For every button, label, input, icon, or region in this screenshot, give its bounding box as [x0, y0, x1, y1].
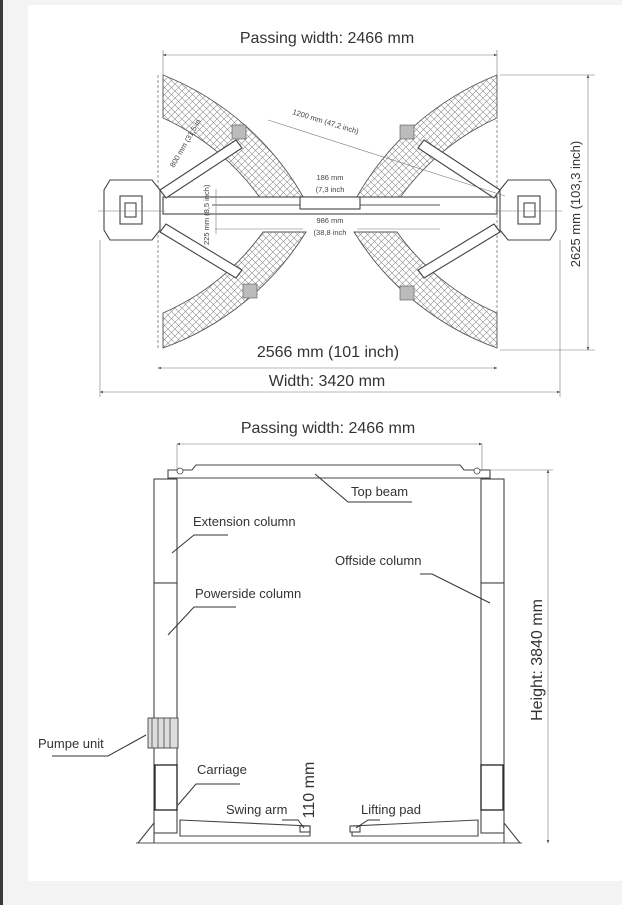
height-label: Height: 3840 mm [529, 599, 546, 721]
inner-width-label: 2566 mm (101 inch) [257, 344, 399, 361]
top-passing-width-label: Passing width: 2466 mm [240, 30, 414, 47]
beam-len-inch-label: (38,8 inch [314, 228, 347, 237]
left-base-foot [136, 821, 155, 844]
label-swing-arm: Swing arm [226, 802, 287, 817]
beam-len-label: 986 mm [316, 216, 343, 225]
label-pump-unit: Pumpe unit [38, 736, 104, 751]
right-lower-pad [399, 285, 415, 301]
right-upper-pad [399, 124, 415, 140]
right-extension-column [480, 478, 505, 584]
page-edge [0, 0, 3, 905]
left-lifting-pad [299, 825, 311, 833]
label-powerside-column: Powerside column [195, 586, 301, 601]
right-lifting-pad [349, 825, 361, 833]
pump-unit [147, 717, 179, 749]
leader-lifting-pad [355, 819, 380, 829]
left-post-core [124, 202, 137, 218]
front-view: Passing width: 2466 mm [38, 420, 553, 844]
inner-gap-label: 186 mm [316, 173, 343, 182]
center-beam-gap [299, 196, 361, 210]
left-upper-arm [159, 139, 243, 199]
left-extension-column [153, 478, 178, 584]
left-swing-arm [179, 819, 311, 837]
arm-long-label: 1200 mm (47,2 inch) [291, 107, 360, 136]
leader-carriage [177, 783, 240, 806]
leader-powerside-column [167, 606, 236, 636]
label-top-beam: Top beam [351, 484, 408, 499]
right-base-foot [503, 821, 522, 844]
leader-swing-arm [282, 819, 305, 829]
label-extension-column: Extension column [193, 514, 296, 529]
left-lower-arm [159, 223, 243, 279]
right-upper-arm [417, 139, 501, 199]
label-offside-column: Offside column [335, 553, 421, 568]
depth-label: 2625 mm (103,3 inch) [568, 141, 583, 267]
leader-pump-unit [52, 734, 147, 757]
top-view: Passing width: 2466 mm [98, 30, 595, 397]
leader-extension-column [171, 534, 228, 554]
label-carriage: Carriage [197, 762, 247, 777]
leader-top-beam [314, 473, 412, 503]
left-upper-pad [231, 124, 247, 140]
left-carriage [154, 764, 178, 811]
front-passing-width-label: Passing width: 2466 mm [241, 420, 415, 437]
min-height-label: 110 mm [301, 762, 318, 819]
leader-offside-column [420, 573, 491, 604]
right-swing-arm [351, 819, 479, 837]
base-width-label: 225 mm (8,5 inch) [202, 184, 211, 245]
top-beam [167, 464, 491, 479]
top-beam-bolt-left [176, 467, 184, 475]
right-carriage [480, 764, 504, 811]
inner-gap-inch-label: (7,3 inch [316, 185, 345, 194]
right-arm-sweep-lower [353, 231, 498, 349]
right-lower-arm [417, 223, 501, 279]
left-lower-pad [242, 283, 258, 299]
arm-long-dim-line [267, 119, 506, 197]
top-beam-bolt-right [473, 467, 481, 475]
right-post-core [523, 202, 536, 218]
label-lifting-pad: Lifting pad [361, 802, 421, 817]
left-arm-sweep-lower [162, 231, 307, 349]
total-width-label: Width: 3420 mm [269, 373, 385, 390]
